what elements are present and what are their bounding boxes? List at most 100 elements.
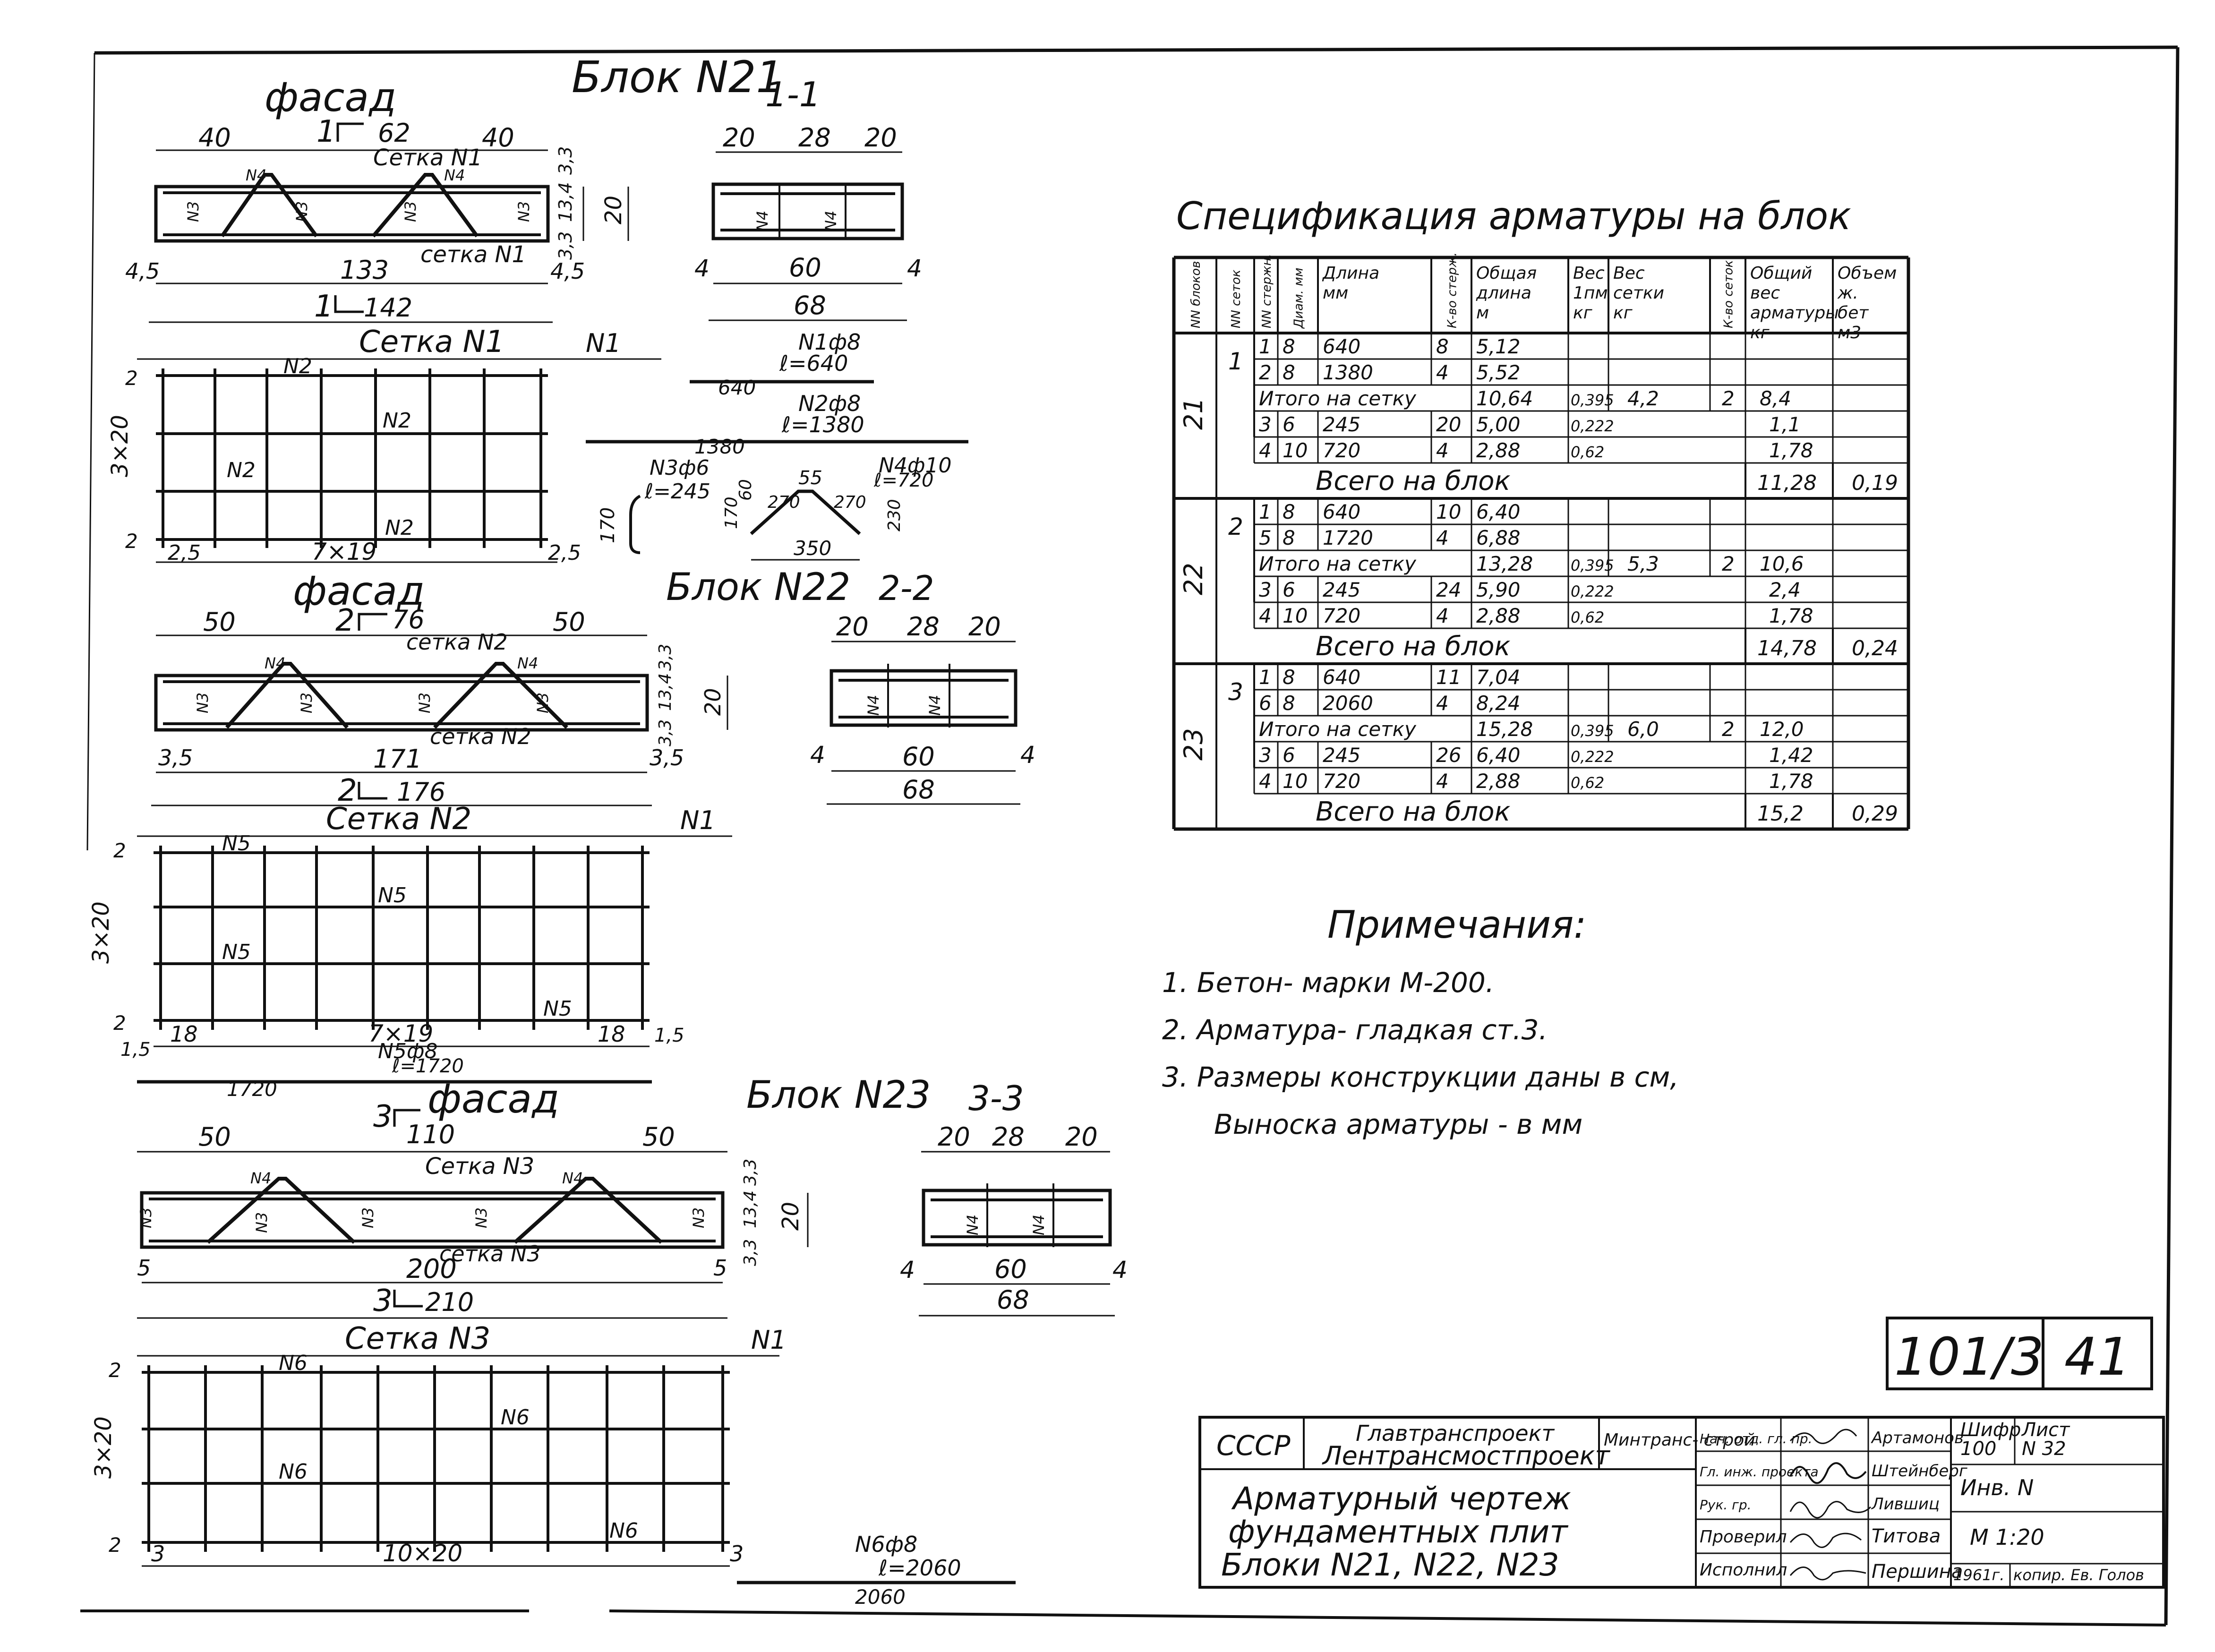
bar-n3-label: N3ф6 <box>650 456 710 480</box>
tb-signature-2 <box>1789 1462 1867 1484</box>
block-22-edge-right: 3,5 <box>650 745 684 770</box>
block-23-mesh-title: Сетка N3 <box>345 1321 490 1356</box>
block-22-sec-right: 4 <box>1020 741 1035 769</box>
block-22-mesh-spacing: 7×19 <box>368 1020 433 1047</box>
block-23-mesh-label-bottom: сетка N3 <box>439 1241 541 1267</box>
spec-mesh-number: 2 <box>1228 513 1243 540</box>
block-22-mesh-left-dim: 3×20 <box>88 901 114 964</box>
spec-header-cell: длина <box>1476 283 1531 303</box>
block-23-bent-bar-right <box>513 1177 663 1244</box>
notes: Примечания: 1. Бетон- марки М-200. 2. Ар… <box>1162 903 1679 1140</box>
tb-list-label: Лист <box>2021 1419 2070 1441</box>
spec-cell: 1 <box>1259 335 1272 358</box>
block-21-mesh-label-top: Сетка N1 <box>373 145 482 171</box>
spec-cell: 0,222 <box>1571 748 1614 766</box>
block-23-cut-mark-top: 3 <box>373 1099 393 1134</box>
block-22-sec-total: 68 <box>902 775 935 805</box>
spec-cell: 0,395 <box>1571 391 1614 409</box>
block-22-edge-left: 3,5 <box>158 745 193 770</box>
block-23-n3-e: N3 <box>690 1207 708 1228</box>
spec-cell: 2,88 <box>1476 770 1521 793</box>
spec-cell: 1,78 <box>1769 604 1813 627</box>
tb-role-3: Рук. гр. <box>1700 1497 1752 1513</box>
block-21-section <box>711 182 904 240</box>
spec-header-cell: м3 <box>1838 323 1861 342</box>
note-2: 2. Арматура- гладкая ст.3. <box>1162 1014 1548 1046</box>
bar-n4-label: N4ф10 <box>879 454 952 478</box>
block-23-mesh-grid <box>142 1365 730 1552</box>
block-23-mesh-tag: N1 <box>751 1325 787 1355</box>
block-22-cut-mark-top: 2 <box>335 603 355 638</box>
block-21-mesh-end-left: 2,5 <box>168 541 201 565</box>
block-23-bent-bar-left <box>206 1177 356 1244</box>
spec-cell: 0,222 <box>1571 417 1614 435</box>
spec-total-weight: 15,2 <box>1757 802 1804 826</box>
tb-org2: Лентрансмостпроект <box>1322 1441 1610 1471</box>
tb-org3: Минтранс- строй <box>1604 1430 1755 1450</box>
spec-cell: 0,395 <box>1571 722 1614 740</box>
tb-title-1: Арматурный чертеж <box>1231 1481 1571 1517</box>
spec-cell: 0,62 <box>1571 774 1604 792</box>
block-21-mesh-bar-a: N2 <box>283 354 312 378</box>
block-22-mesh-bar-c: N5 <box>222 940 251 964</box>
spec-cell: 12,0 <box>1760 718 1804 741</box>
block-21-height-c: 3,3 <box>555 231 576 260</box>
frame-top <box>94 45 2178 55</box>
block-21-mesh-label-bottom: сетка N1 <box>420 241 526 268</box>
spec-header-cell: ж. <box>1837 283 1858 303</box>
block-21-sec-total: 68 <box>794 291 826 320</box>
block-21-dim-mid: 62 <box>378 118 411 148</box>
block-21-sec-dim-a: 20 <box>723 123 755 153</box>
spec-total-volume: 0,19 <box>1852 471 1898 495</box>
spec-mesh-number: 3 <box>1228 678 1243 706</box>
spec-cell: 8 <box>1283 335 1295 358</box>
spec-cell: 2060 <box>1323 692 1373 715</box>
bar-n4-dim-bottom: 350 <box>794 537 831 560</box>
spec-cell: 5,90 <box>1476 578 1521 601</box>
block-23-mesh-edge-bottom: 2 <box>109 1533 121 1557</box>
spec-cell: 2 <box>1722 387 1735 410</box>
spec-cell: 1,42 <box>1769 744 1813 767</box>
tb-copy: копир. Ев. Голов <box>2013 1566 2144 1584</box>
block-22-n3-a: N3 <box>194 693 212 713</box>
spec-cell: 640 <box>1323 666 1360 689</box>
bar-n1-length: ℓ=640 <box>779 351 848 376</box>
block-21-n3-d: N3 <box>515 201 533 222</box>
spec-cell: 8 <box>1283 361 1295 384</box>
block-21-bent-bar-right <box>371 173 479 238</box>
block-23-mesh-edge-top: 2 <box>109 1359 121 1382</box>
spec-header-cell: Общий <box>1750 264 1812 283</box>
spec-cell: 4 <box>1259 604 1272 627</box>
block-23-sec-right: 4 <box>1112 1256 1128 1284</box>
bar-n4-dim-top: 55 <box>798 467 822 489</box>
spec-total-volume: 0,24 <box>1852 636 1898 660</box>
spec-total-label: Всего на блок <box>1316 466 1510 496</box>
bar-details: N1ф8 ℓ=640 640 N2ф8 ℓ=1380 1380 N3ф6 ℓ=2… <box>586 329 968 561</box>
block-23-sec-total: 68 <box>997 1285 1029 1315</box>
spec-cell: 13,28 <box>1476 552 1533 575</box>
spec-cell: 5,00 <box>1476 413 1521 436</box>
block-21-mesh-spacing: 7×19 <box>312 538 376 565</box>
spec-cell: 0,222 <box>1571 582 1614 600</box>
block-22-bent-bar-right <box>433 662 568 729</box>
spec-cell: 6 <box>1283 578 1295 601</box>
spec-cell: 6,88 <box>1476 526 1521 549</box>
bar-n1-dim: 640 <box>718 376 756 399</box>
spec-header-cell: мм <box>1323 283 1348 303</box>
block-22-height-b: 13,4 <box>656 673 675 711</box>
spec-block-number: 23 <box>1179 728 1208 761</box>
spec-cell: 3 <box>1259 744 1272 767</box>
spec-cell: 7,04 <box>1476 666 1521 689</box>
spec-cell: 4 <box>1436 361 1449 384</box>
sheet-code: 101/3 41 <box>1886 1317 2153 1390</box>
block-23-edge-right: 5 <box>713 1255 727 1281</box>
block-21-mesh-bar-b: N2 <box>383 409 411 433</box>
spec-header-cell: NN сеток <box>1229 269 1243 328</box>
spec-cell: 26 <box>1436 744 1461 767</box>
spec-header-cell: NN стержн. <box>1260 254 1274 328</box>
frame-bottom-right <box>609 1609 2166 1626</box>
block-21-title: Блок N21 <box>572 52 784 103</box>
block-22-section: 2-2 <box>879 568 934 608</box>
